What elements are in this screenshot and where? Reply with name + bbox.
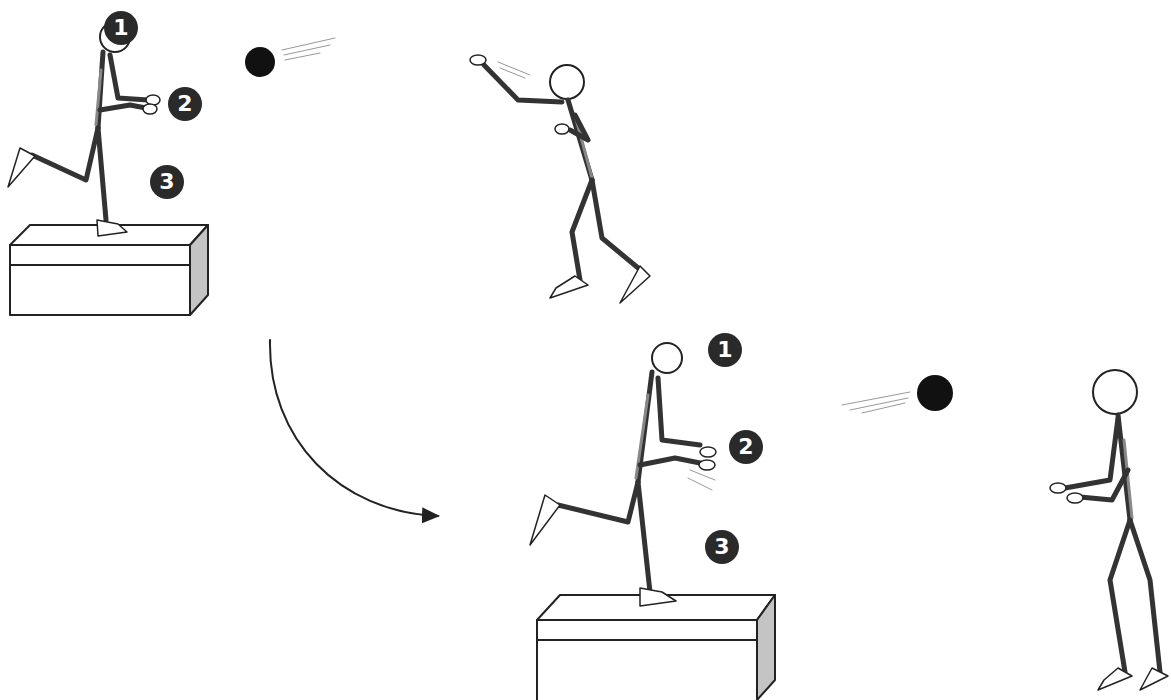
sequence-arrow	[270, 340, 438, 516]
callout-number: 2	[729, 430, 763, 464]
plyo-box	[10, 225, 208, 315]
callout-number: 3	[705, 530, 739, 564]
plyo-box	[537, 595, 775, 700]
athlete-figure	[8, 22, 160, 236]
callout-number: 3	[150, 165, 184, 199]
athlete-figure	[530, 343, 716, 606]
callout-number: 1	[104, 11, 138, 45]
callout-number: 2	[168, 87, 202, 121]
partner-figure	[470, 55, 650, 303]
medicine-ball	[245, 38, 335, 77]
callout-number: 1	[708, 333, 742, 367]
partner-figure	[1050, 370, 1168, 690]
medicine-ball	[842, 375, 953, 413]
